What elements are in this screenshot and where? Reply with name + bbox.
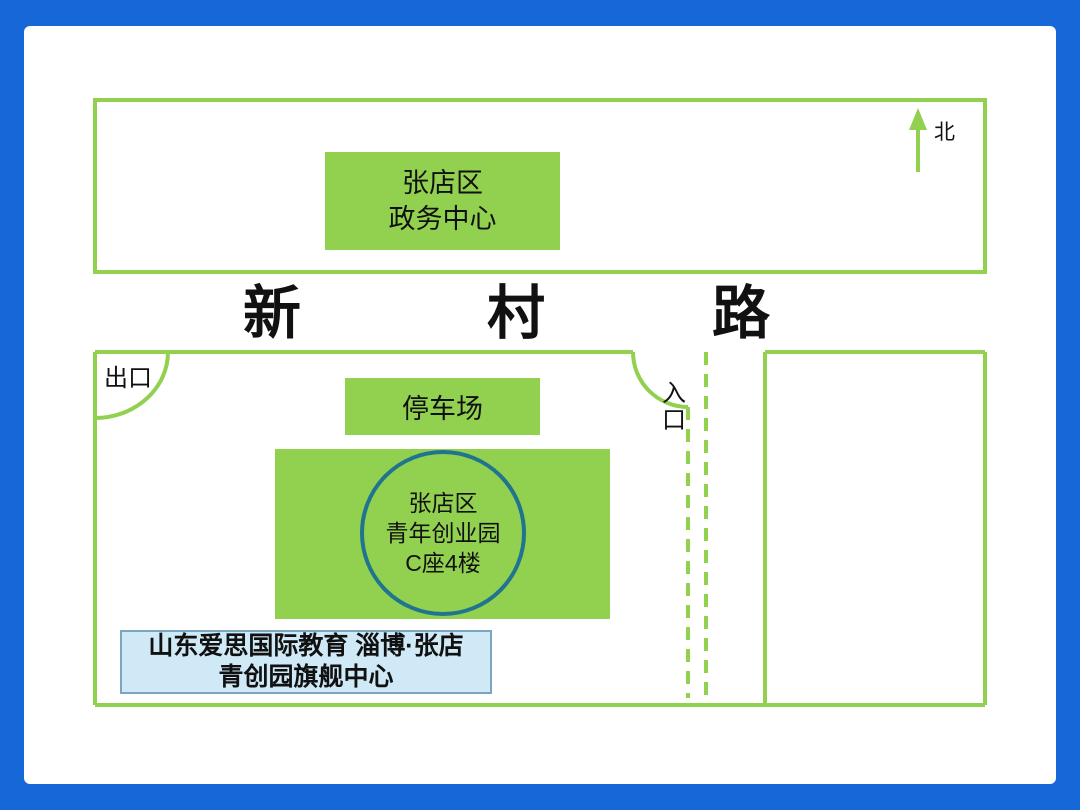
government-center-block: 张店区 政务中心 bbox=[325, 152, 560, 250]
road-name-char-3: 路 bbox=[712, 281, 771, 346]
road-name-char-2: 村 bbox=[487, 281, 546, 346]
north-label: 北 bbox=[934, 121, 955, 144]
parking-lot-block: 停车场 bbox=[345, 378, 540, 435]
exit-label: 出口 bbox=[104, 365, 152, 392]
road-name-char-1: 新 bbox=[243, 281, 302, 346]
callout-label: 山东爱思国际教育 淄博·张店 青创园旗舰中心 bbox=[120, 630, 492, 694]
entrance-label: 入 口 bbox=[662, 380, 686, 434]
youth-park-circle: 张店区 青年创业园 C座4楼 bbox=[360, 450, 526, 616]
